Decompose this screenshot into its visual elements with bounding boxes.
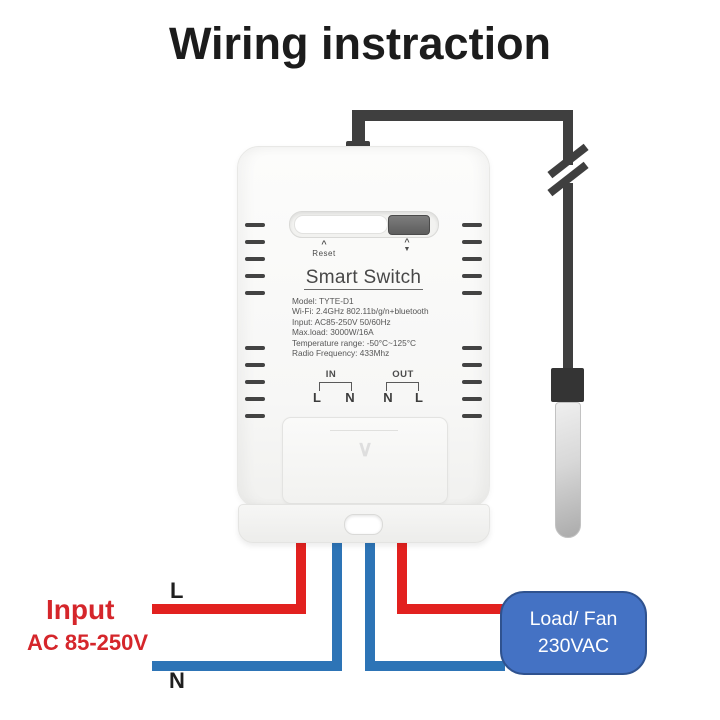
temperature-probe-collar	[551, 368, 584, 402]
load-label-line2: 230VAC	[537, 635, 610, 657]
terminal-pin-out-l: L	[415, 390, 423, 405]
vent-slit	[462, 346, 482, 350]
vent-slit	[462, 397, 482, 401]
neutral-output-wire-vertical	[365, 540, 375, 671]
pairing-icon-up: ^	[404, 237, 410, 247]
sensor-wire-right-vertical-upper	[563, 110, 573, 165]
terminal-pin-in-n: N	[345, 390, 355, 405]
vent-slit	[245, 257, 265, 261]
terminal-out-bracket	[386, 382, 419, 391]
reset-slot-window	[294, 215, 388, 234]
vent-slit	[245, 240, 265, 244]
vent-slit	[462, 240, 482, 244]
device-name: Smart Switch	[303, 267, 424, 290]
sensor-wire-horizontal	[352, 110, 573, 121]
vent-slit	[245, 346, 265, 350]
reset-button	[388, 215, 430, 235]
cover-groove	[330, 430, 398, 431]
vent-slit	[462, 223, 482, 227]
neutral-input-wire-vertical	[332, 540, 342, 671]
vent-slit	[462, 380, 482, 384]
live-input-wire-horizontal	[152, 604, 306, 614]
vent-slit	[462, 257, 482, 261]
reset-label: Reset	[312, 249, 336, 258]
spec-line-maxload: Max.load: 3000W/16A	[292, 327, 374, 338]
vent-slit	[245, 380, 265, 384]
vent-slit	[245, 363, 265, 367]
terminal-pin-in-l: L	[313, 390, 321, 405]
vent-slit	[245, 291, 265, 295]
reset-caret-icon: ^	[321, 239, 327, 249]
load-label-box: Load/ Fan 230VAC	[500, 591, 647, 675]
pairing-icon: ^ ▼	[396, 237, 418, 254]
page-title: Wiring instraction	[168, 18, 552, 69]
vent-slit	[245, 274, 265, 278]
spec-line-frequency: Radio Frequency: 433Mhz	[292, 348, 390, 359]
vent-slit	[245, 414, 265, 418]
live-input-wire-vertical	[296, 540, 306, 614]
vent-slit	[245, 223, 265, 227]
vent-slit	[245, 397, 265, 401]
pairing-icon-down: ▼	[403, 246, 411, 253]
terminal-out-label: OUT	[392, 369, 414, 380]
mounting-base	[238, 504, 490, 543]
live-wire-label: L	[170, 578, 184, 603]
neutral-output-wire-horizontal	[365, 661, 505, 671]
live-output-wire-vertical	[397, 540, 407, 614]
vent-slit	[462, 363, 482, 367]
sensor-wire-right-vertical-lower	[563, 183, 573, 368]
sensor-wire-top-vertical	[352, 113, 365, 148]
smart-switch-device: ^ Reset ^ ▼ Smart Switch Model: TYTE-D1 …	[237, 146, 490, 508]
neutral-wire-label: N	[169, 668, 185, 693]
input-voltage-label: AC 85-250V	[27, 630, 149, 655]
spec-line-wifi: Wi-Fi: 2.4GHz 802.11b/g/n+bluetooth	[292, 306, 429, 317]
vent-slit	[462, 291, 482, 295]
mounting-hole	[344, 514, 383, 535]
input-label: Input	[46, 594, 115, 625]
spec-line-input: Input: AC85-250V 50/60Hz	[292, 316, 391, 327]
load-label-line1: Load/ Fan	[529, 608, 618, 630]
live-output-wire-horizontal	[397, 604, 505, 614]
spec-line-temperature: Temperature range: -50°C~125°C	[292, 337, 417, 348]
temperature-probe	[555, 402, 581, 538]
vent-slit	[462, 274, 482, 278]
spec-line-model: Model: TYTE-D1	[292, 296, 354, 306]
terminal-pin-out-n: N	[383, 390, 393, 405]
terminal-in-bracket	[319, 382, 352, 391]
vent-slit	[462, 414, 482, 418]
reset-slot	[289, 211, 439, 238]
terminal-cover: ∨	[282, 417, 448, 504]
cover-chevron-icon: ∨	[356, 436, 374, 461]
terminal-in-label: IN	[325, 369, 337, 380]
neutral-input-wire-horizontal	[152, 661, 342, 671]
device-specs: Model: TYTE-D1 Wi-Fi: 2.4GHz 802.11b/g/n…	[292, 296, 482, 358]
